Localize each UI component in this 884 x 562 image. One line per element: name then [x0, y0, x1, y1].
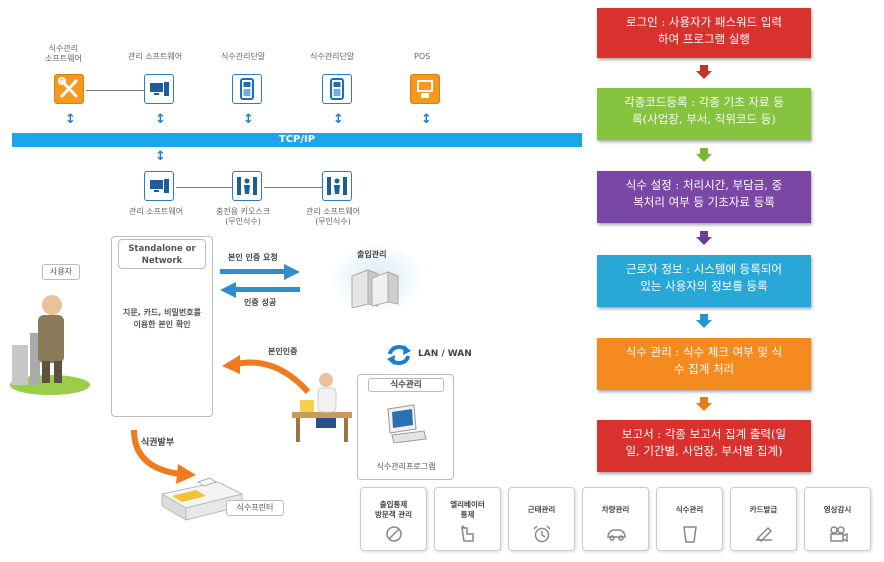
tools-icon [54, 74, 84, 104]
down-arrow-icon [696, 397, 712, 411]
user-label: 사용자 [42, 264, 80, 280]
module-label: 카드발급 [749, 505, 778, 514]
module-label: 차량관리 [601, 505, 630, 514]
car-icon [607, 529, 626, 541]
down-arrow-icon [696, 231, 712, 245]
access-label: 출입관리 [357, 250, 387, 259]
card-pen-icon [756, 526, 773, 543]
right-arrow-icon [220, 264, 300, 280]
ticket-arrow-icon [131, 429, 196, 484]
process-step-reports: 보고서 : 각종 보고서 집계 출력(일 일, 기간별, 사업장, 부서별 집계… [597, 420, 811, 472]
bidirectional-arrow-icon: ↕ [243, 112, 254, 127]
meal-management-panel: 식수관리 식수관리프로그램 [357, 374, 454, 480]
kiosk-icon [232, 171, 262, 201]
module-card-card-issue[interactable]: 카드발급 [730, 487, 797, 551]
worker-illustration [292, 373, 352, 442]
down-arrow-icon [696, 314, 712, 328]
module-card-cctv[interactable]: 영상감시 [804, 487, 871, 551]
ticket-issue-label: 식권발부 [141, 438, 175, 448]
module-label: 근태관리 [527, 505, 556, 514]
meal-label: 식수관리 [368, 378, 444, 392]
process-step-worker-info: 근로자 정보 : 시스템에 등록되어 있는 사용자의 정보를 등록 [597, 255, 811, 307]
module-label: 엘리베이터 통제 [450, 500, 485, 519]
left-arrow-icon [220, 282, 300, 298]
printer-label: 식수프린터 [226, 500, 284, 516]
module-card-elevator[interactable]: 엘리베이터 통제 [434, 487, 501, 551]
standalone-panel: Standalone or Network 지문, 카드, 비밀번호를 이용한 … [111, 236, 213, 417]
elevator-icon [461, 525, 474, 542]
terminal-icon [322, 74, 352, 104]
module-card-attendance[interactable]: 근태관리 [508, 487, 575, 551]
process-step-meal-settings: 식수 설정 : 처리시간, 부담금, 중 복처리 여부 등 기초자료 등록 [597, 171, 811, 223]
sync-icon [387, 345, 411, 365]
module-label: 식수관리 [675, 505, 704, 514]
device-label: POS [414, 52, 431, 61]
module-label: 출입통제 방문객 관리 [374, 500, 413, 519]
device-label: 관리 소프트웨어 [129, 207, 184, 216]
tcp-ip-bus: TCP/IP [12, 133, 582, 147]
module-label: 영상감시 [823, 505, 852, 514]
standalone-title: Standalone or Network [118, 239, 206, 269]
bidirectional-arrow-icon: ↕ [421, 112, 432, 127]
bidirectional-arrow-icon: ↕ [155, 112, 166, 127]
process-step-login: 로그인 : 사용자가 패스워드 입력 하여 프로그램 실행 [597, 8, 811, 58]
camera-icon [830, 526, 848, 543]
device-label: 관리 소프트웨어 [128, 52, 183, 61]
link-line [176, 187, 232, 188]
down-arrow-icon [696, 65, 712, 79]
device-label: 관리 소프트웨어 (무인식수) [306, 207, 361, 226]
link-line [86, 90, 144, 91]
self-auth-label: 본인인증 [268, 347, 298, 356]
device-label: 충전용 키오스크 (무인식수) [216, 207, 271, 226]
down-arrow-icon [696, 148, 712, 162]
pos-icon [410, 74, 440, 104]
device-label: 식수관리단말 [310, 52, 355, 61]
meal-program-label: 식수관리프로그램 [376, 462, 436, 471]
terminal-icon [232, 74, 262, 104]
curved-arrow-icon [222, 355, 311, 395]
request-label: 본인 인증 요청 [228, 253, 278, 262]
alarm-clock-icon [533, 525, 551, 543]
person-illustration [10, 295, 90, 395]
no-entry-icon [386, 526, 402, 542]
module-card-meal[interactable]: 식수관리 [656, 487, 723, 551]
device-label: 식수관리단말 [221, 52, 266, 61]
standalone-description: 지문, 카드, 비밀번호를 이용한 본인 확인 [123, 308, 201, 329]
process-step-meal-management: 식수 관리 : 식수 체크 여부 및 식 수 집계 처리 [597, 338, 811, 390]
lan-wan-label: LAN / WAN [418, 349, 472, 359]
module-card-vehicle[interactable]: 차량관리 [582, 487, 649, 551]
bidirectional-arrow-icon: ↕ [155, 149, 166, 164]
process-step-code-registration: 각종코드등록 : 각종 기초 자료 등 록(사업장, 부서, 직위코드 등) [597, 88, 811, 140]
computer-icon [144, 171, 174, 201]
server-icon [351, 269, 399, 308]
success-label: 인증 성공 [244, 298, 277, 307]
device-label: 식수관리 소프트웨어 [45, 44, 82, 63]
kiosk-icon [322, 171, 352, 201]
cup-icon [683, 526, 697, 543]
desktop-pc-icon [387, 404, 427, 443]
bidirectional-arrow-icon: ↕ [333, 112, 344, 127]
link-line [264, 187, 322, 188]
bidirectional-arrow-icon: ↕ [65, 112, 76, 127]
module-card-access-control[interactable]: 출입통제 방문객 관리 [360, 487, 427, 551]
computer-icon [144, 74, 174, 104]
